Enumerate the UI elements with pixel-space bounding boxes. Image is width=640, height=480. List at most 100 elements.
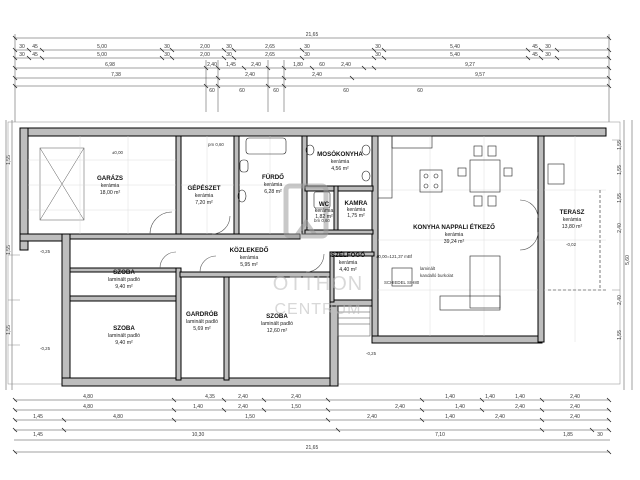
room-szoba-1: SZOBA laminált padló 9,40 m² xyxy=(108,269,140,290)
dim-label: 30 xyxy=(597,432,603,438)
kitchen-counter xyxy=(391,135,433,149)
dim-label: 60 xyxy=(239,88,245,94)
site-outline xyxy=(7,121,621,385)
room-szelfogo: SZÉLFOGÓ kerámia 4,40 m² xyxy=(331,251,365,273)
svg-text:kerámia: kerámia xyxy=(331,159,350,165)
svg-text:GARÁZS: GARÁZS xyxy=(97,175,123,182)
dim-label: 60 xyxy=(343,88,349,94)
dim-label: 30 xyxy=(19,44,25,50)
dim-label: 2,40 xyxy=(238,404,248,410)
svg-text:kerámia: kerámia xyxy=(315,208,334,214)
svg-text:SZOBA: SZOBA xyxy=(113,325,135,332)
dim-label: 1,80 xyxy=(293,62,303,68)
watermark-logo: OTTHON CENTRUM xyxy=(273,183,362,318)
dim-label: 4,80 xyxy=(83,394,93,400)
dim-label: 45 xyxy=(32,52,38,58)
svg-text:kerámia: kerámia xyxy=(445,232,464,238)
level-label: -0,02 xyxy=(566,242,577,247)
sink-icon xyxy=(305,144,315,156)
room-wc: WC kerámia 1,82 m² xyxy=(315,201,334,220)
svg-text:9,40 m²: 9,40 m² xyxy=(115,284,133,290)
dim-label: 30 xyxy=(304,52,310,58)
svg-text:laminált padló: laminált padló xyxy=(108,277,140,283)
entrance-steps xyxy=(337,305,371,337)
svg-text:6,28 m²: 6,28 m² xyxy=(264,189,282,195)
room-furdo: FÜRDŐ kerámia 6,28 m² xyxy=(262,174,284,195)
dim-label: 60 xyxy=(209,88,215,94)
toilet-icon xyxy=(239,159,249,173)
svg-text:kerámia: kerámia xyxy=(195,193,214,199)
note-label: laminált xyxy=(420,266,436,271)
dim-label: 5,00 xyxy=(97,44,107,50)
dim-label: 4,80 xyxy=(113,414,123,420)
dim-label: 60 xyxy=(417,88,423,94)
svg-text:KAMRA: KAMRA xyxy=(344,200,368,207)
dim-label: 2,40 xyxy=(341,62,351,68)
svg-text:SZÉLFOGÓ: SZÉLFOGÓ xyxy=(331,251,365,259)
garage-car-bay xyxy=(39,147,85,221)
sofa xyxy=(469,255,501,309)
svg-text:1,82 m²: 1,82 m² xyxy=(315,214,333,220)
dim-label: 1,45 xyxy=(33,414,43,420)
dim-label: 2,40 xyxy=(312,72,322,78)
dim-label: 7,38 xyxy=(111,72,121,78)
svg-text:GARDRÓB: GARDRÓB xyxy=(186,310,218,318)
dim-label: 45 xyxy=(532,52,538,58)
dim-label: 1,40 xyxy=(455,404,465,410)
dim-label: 9,27 xyxy=(465,62,475,68)
dim-label: 1,40 xyxy=(193,404,203,410)
svg-text:kerámia: kerámia xyxy=(339,260,358,266)
room-gardrob: GARDRÓB laminált padló 5,69 m² xyxy=(186,310,219,332)
dim-label: 2,40 xyxy=(367,414,377,420)
dim-label: 30 xyxy=(164,44,170,50)
sink-icon xyxy=(361,170,371,182)
svg-text:FÜRDŐ: FÜRDŐ xyxy=(262,174,284,181)
svg-text:kerámia: kerámia xyxy=(264,182,283,188)
toilet-icon xyxy=(313,191,331,209)
room-szoba-2: SZOBA laminált padló 9,40 m² xyxy=(108,325,140,346)
svg-text:12,60 m²: 12,60 m² xyxy=(267,328,288,334)
svg-text:kerámia: kerámia xyxy=(240,255,259,261)
room-gepeszet: GÉPÉSZET kerámia 7,20 m² xyxy=(187,184,220,206)
svg-text:39,24 m²: 39,24 m² xyxy=(444,239,465,245)
bottom-dimension-labels: 4,80 4,35 2,40 2,40 1,40 1,40 1,40 2,40 … xyxy=(33,394,603,451)
dim-label: 1,55 xyxy=(6,155,12,165)
svg-text:1,75 m²: 1,75 m² xyxy=(347,213,365,219)
dim-label: 2,00 xyxy=(200,52,210,58)
top-total-dimension: 21,65 xyxy=(306,32,319,38)
svg-text:9,40 m²: 9,40 m² xyxy=(115,340,133,346)
fireplace-icon xyxy=(391,267,413,287)
bottom-total-dimension: 21,65 xyxy=(306,445,319,451)
svg-text:KONYHA NAPPALI ÉTKEZŐ: KONYHA NAPPALI ÉTKEZŐ xyxy=(413,223,495,231)
svg-text:kerámia: kerámia xyxy=(101,183,120,189)
svg-text:5,69 m²: 5,69 m² xyxy=(193,326,211,332)
dim-label: 2,65 xyxy=(265,52,275,58)
dim-label: 30 xyxy=(545,52,551,58)
svg-text:7,20 m²: 7,20 m² xyxy=(195,200,213,206)
dim-label: 1,55 xyxy=(6,325,12,335)
note-label: kandalló burkolat xyxy=(420,273,454,278)
dim-label: 1,45 xyxy=(33,432,43,438)
dim-label: 30 xyxy=(164,52,170,58)
stove-icon xyxy=(419,169,443,193)
dim-label: 2,40 xyxy=(570,394,580,400)
dim-label: 5,00 xyxy=(97,52,107,58)
dim-label: 1,40 xyxy=(445,394,455,400)
room-garazs: GARÁZS kerámia 18,00 m² xyxy=(97,175,123,196)
svg-text:laminált padló: laminált padló xyxy=(108,333,140,339)
watermark-text: CENTRUM xyxy=(275,301,362,318)
bottom-dimension-chain xyxy=(12,397,612,455)
walls xyxy=(19,127,607,387)
dim-label: 2,00 xyxy=(200,44,210,50)
svg-text:kerámia: kerámia xyxy=(563,217,582,223)
svg-text:KÖZLEKEDŐ: KÖZLEKEDŐ xyxy=(230,247,269,254)
dim-label: 45 xyxy=(32,44,38,50)
dim-label: 30 xyxy=(375,44,381,50)
level-markers: ±0,00 ±0,00=121,37 mBf -0,02 -0,25 -0,25… xyxy=(40,142,577,356)
note-label: pm 0,60 xyxy=(208,142,224,147)
dim-label: 1,40 xyxy=(485,394,495,400)
svg-text:MOSÓKONYHA: MOSÓKONYHA xyxy=(317,150,363,158)
level-label: -0,25 xyxy=(40,249,51,254)
dim-label: 10,30 xyxy=(192,432,205,438)
